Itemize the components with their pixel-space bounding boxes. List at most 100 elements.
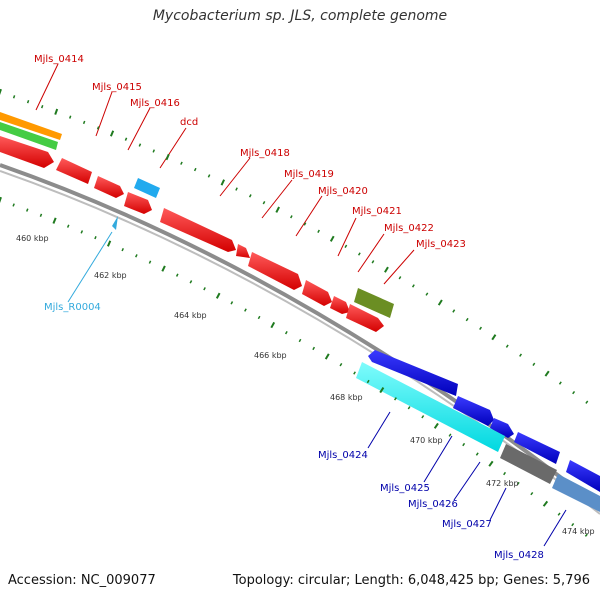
- tick-mark: [68, 115, 72, 119]
- tick-mark: [371, 260, 375, 264]
- tick-mark: [138, 143, 142, 147]
- tick-mark: [66, 224, 70, 228]
- tick-mark: [452, 309, 456, 313]
- tick-mark: [544, 370, 550, 377]
- gene-label-dcd: dcd: [180, 117, 198, 128]
- tick-mark: [207, 174, 211, 178]
- gene-label-0418: Mjls_0418: [240, 148, 290, 159]
- tick-mark: [180, 161, 183, 165]
- feature-green[interactable]: [0, 122, 58, 150]
- tick-mark: [189, 280, 193, 284]
- tick-mark: [425, 292, 429, 296]
- tick-mark: [491, 334, 497, 341]
- leader-lines: [35, 63, 567, 547]
- tick-mark: [339, 363, 343, 367]
- tick-mark: [94, 236, 97, 240]
- gene-label-0423: Mjls_0423: [416, 239, 466, 250]
- gene-arrow-red-4[interactable]: [124, 192, 152, 214]
- rna-arrow[interactable]: [112, 216, 118, 230]
- gene-arrow-red-8[interactable]: [302, 280, 332, 306]
- tick-mark: [12, 95, 16, 99]
- gene-arrow-red-7[interactable]: [248, 252, 302, 290]
- tick-mark: [284, 331, 288, 335]
- tick-mark: [479, 326, 483, 331]
- gene-arrow-red-10[interactable]: [346, 304, 384, 332]
- gene-arrow-0426[interactable]: [490, 418, 514, 438]
- gene-label-0419: Mjls_0419: [284, 169, 334, 180]
- tick-mark: [80, 230, 84, 234]
- kbp-label: 462 kbp: [94, 271, 127, 280]
- tick-mark: [290, 215, 293, 219]
- tick-mark: [465, 317, 469, 322]
- gene-arrow-cyan[interactable]: [356, 362, 505, 452]
- tick-mark: [571, 522, 575, 527]
- tick-mark: [437, 299, 443, 306]
- tick-mark: [109, 130, 115, 137]
- tick-mark: [39, 213, 43, 217]
- tick-mark: [175, 273, 179, 277]
- tick-mark: [433, 422, 439, 429]
- gene-arrow-red-6[interactable]: [236, 244, 250, 258]
- gene-arrow-steelblue[interactable]: [552, 474, 600, 512]
- tick-mark: [40, 105, 44, 109]
- tick-mark: [357, 252, 361, 256]
- tick-mark: [366, 379, 370, 384]
- backbone-outer: [0, 163, 600, 510]
- tick-mark: [54, 108, 59, 115]
- gene-arrow-red-3[interactable]: [94, 176, 124, 198]
- tick-mark: [312, 346, 316, 351]
- gene-arrow-0424[interactable]: [368, 350, 458, 396]
- tick-mark: [220, 179, 226, 186]
- tick-mark: [393, 397, 397, 401]
- tick-mark: [519, 353, 523, 357]
- gene-arrow-0425[interactable]: [453, 396, 494, 426]
- tick-mark: [505, 344, 509, 348]
- tick-mark: [516, 481, 520, 486]
- tick-mark: [262, 201, 266, 205]
- tick-mark: [270, 321, 276, 329]
- tick-mark: [26, 208, 29, 212]
- tick-mark: [161, 265, 166, 272]
- tick-mark: [121, 247, 124, 252]
- tick-mark: [411, 284, 415, 288]
- kbp-label: 464 kbp: [174, 311, 207, 320]
- gene-label-0422: Mjls_0422: [384, 223, 434, 234]
- tick-mark: [193, 167, 197, 172]
- tick-mark: [0, 88, 2, 95]
- feature-lightblue[interactable]: [134, 178, 160, 198]
- tick-marks: [0, 88, 589, 537]
- tick-mark: [558, 381, 562, 385]
- tick-mark: [317, 229, 320, 233]
- tick-mark: [248, 194, 252, 198]
- tick-mark: [124, 137, 128, 141]
- gene-arrow-grey[interactable]: [500, 444, 557, 484]
- gene-label-0428: Mjls_0428: [494, 550, 544, 561]
- tick-mark: [488, 460, 494, 467]
- gene-arrow-0427[interactable]: [514, 432, 560, 464]
- tick-mark: [215, 292, 221, 299]
- accession-text: Accession: NC_009077: [8, 573, 156, 588]
- tick-mark: [235, 187, 238, 191]
- gene-arrow-red-9[interactable]: [330, 296, 350, 314]
- tick-mark: [135, 254, 138, 258]
- tick-mark: [572, 390, 576, 395]
- gene-label-0421: Mjls_0421: [352, 206, 402, 217]
- rna-label-r0004: Mjls_R0004: [44, 302, 101, 313]
- gene-arrow-red-1[interactable]: [0, 136, 54, 168]
- gene-label-0427: Mjls_0427: [442, 519, 492, 530]
- gene-arrow-red-2[interactable]: [56, 158, 92, 184]
- map-title: Mycobacterium sp. JLS, complete genome: [152, 8, 448, 24]
- gene-arrow-0428[interactable]: [566, 460, 600, 492]
- gene-arrow-red-5[interactable]: [160, 208, 236, 252]
- tick-mark: [148, 260, 152, 264]
- gene-label-0415: Mjls_0415: [92, 82, 142, 93]
- tick-mark: [344, 244, 348, 248]
- feature-olive[interactable]: [354, 288, 394, 318]
- feature-orange[interactable]: [0, 112, 62, 140]
- tick-mark: [585, 400, 589, 404]
- gene-label-0424: Mjls_0424: [318, 450, 368, 461]
- kbp-label: 468 kbp: [330, 393, 363, 402]
- tick-mark: [303, 222, 307, 226]
- tick-mark: [324, 353, 330, 360]
- tick-mark: [530, 491, 534, 496]
